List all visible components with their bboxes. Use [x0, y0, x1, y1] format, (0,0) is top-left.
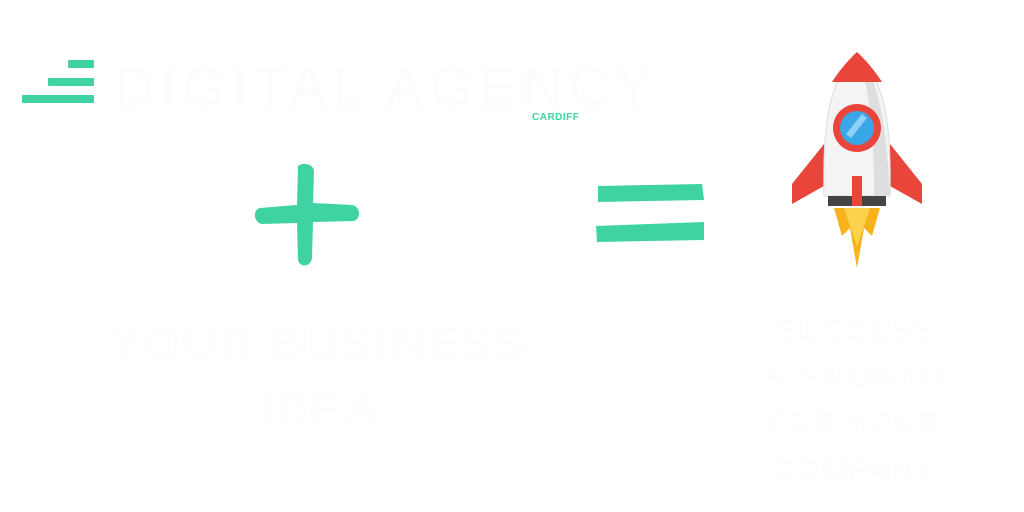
rocket-icon [792, 52, 922, 268]
logo-location: CARDIFF [532, 112, 580, 123]
caption-business-idea: YOUR BUSINESS IDEA [40, 310, 600, 443]
caption-success-growth: SUCCESS & GROWTH FOR YOUR COMPANY [700, 308, 1010, 494]
plus-icon [254, 163, 360, 266]
logo-bars-icon [22, 58, 102, 108]
caption-right-line3: FOR YOUR COMPANY [768, 407, 942, 487]
equals-icon [596, 184, 704, 242]
agency-logo: DIGITAL AGENCY CARDIFF [22, 55, 653, 128]
caption-left-line2: IDEA [260, 383, 380, 436]
caption-left-line1: YOUR BUSINESS [111, 317, 529, 369]
logo-wordmark: DIGITAL AGENCY [114, 55, 659, 118]
caption-right-line1: SUCCESS [775, 314, 935, 347]
caption-right-line2: & GROWTH [764, 360, 946, 394]
